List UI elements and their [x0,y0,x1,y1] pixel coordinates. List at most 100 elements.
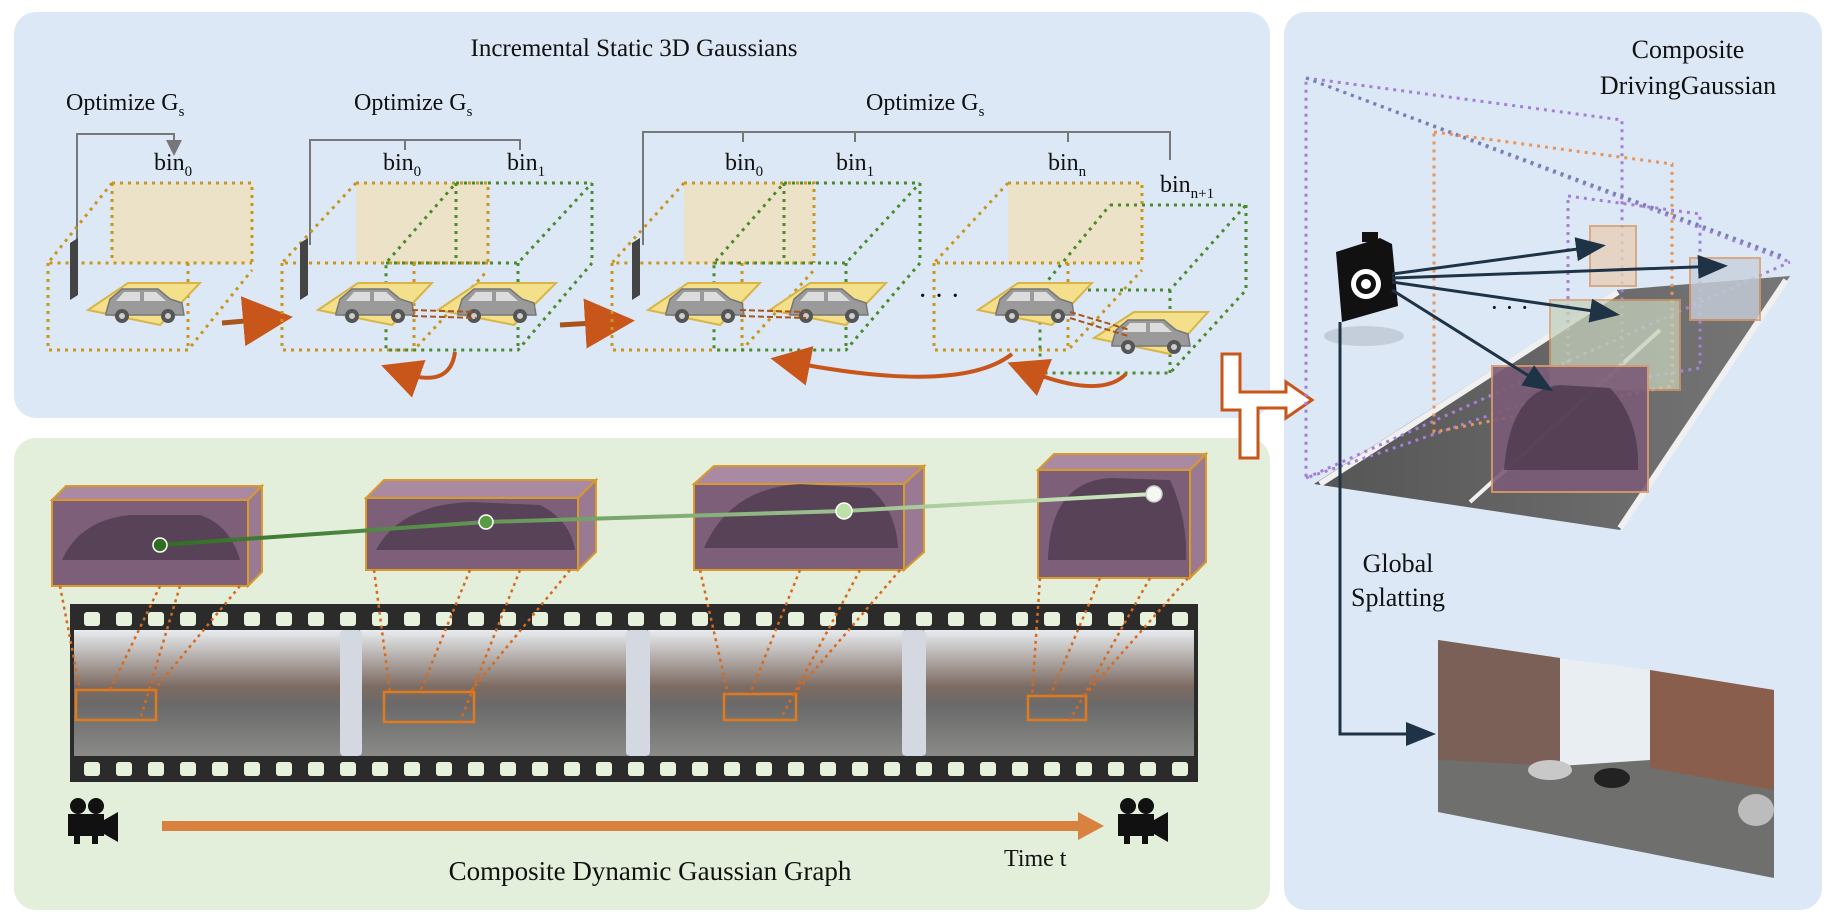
svg-text:bin0: bin0 [725,150,763,180]
trajectory-line [159,492,1155,547]
sprocket-hole [884,762,900,776]
sprocket-hole [180,762,196,776]
detection-box [1026,694,1088,722]
sprocket-hole [628,612,644,626]
sprocket-hole [1012,762,1028,776]
splatting-label-line1: Global [1363,549,1434,578]
sprocket-hole [596,612,612,626]
stage-1-optimize-label: Optimize G [66,90,179,116]
svg-text:bin0: bin0 [383,150,421,180]
sprocket-hole [692,762,708,776]
sprocket-hole [564,612,580,626]
svg-text:bin1: bin1 [507,150,545,180]
link-dashes [1069,311,1131,337]
sprocket-hole [788,612,804,626]
sprocket-hole [692,612,708,626]
rendered-output-image [1438,640,1774,878]
sprocket-hole [1108,612,1124,626]
composite-title-line2: DrivingGaussian [1600,71,1776,100]
stage-3-bin-0-label: bin [725,150,756,176]
sprocket-hole [404,762,420,776]
sprocket-hole [244,762,260,776]
sprocket-hole [180,612,196,626]
stage-1-optimize-sub: s [179,104,185,120]
sprocket-hole [1012,612,1028,626]
camera-icon [300,238,308,300]
stage-2: Optimize Gs bin0 bin1 [278,90,594,398]
car-silhouette [1504,385,1639,470]
movie-camera-icon [68,798,118,844]
merge-arrow [1220,352,1315,460]
sprocket-hole [212,762,228,776]
sprocket-hole [916,762,932,776]
svg-text:binn: binn [1048,150,1087,180]
stage-2-bin-0-sub: 0 [414,164,422,180]
sprocket-hole [308,612,324,626]
feedback-arrow [381,351,457,398]
stage-2-bin-1-sub: 1 [538,164,546,180]
sprocket-hole [1044,762,1060,776]
sprocket-hole [116,762,132,776]
sprocket-hole [1140,762,1156,776]
sprocket-hole [1076,762,1092,776]
sprocket-hole [564,762,580,776]
feedback-arrow [1007,358,1128,397]
stage-2-bin-0-label: bin [383,150,414,176]
svg-text:binn+1: binn+1 [1160,172,1214,202]
frame-image [924,630,1194,756]
camera-icon [1324,232,1404,346]
film-strip [70,604,1198,782]
stage-arrow-2 [559,298,635,349]
stage-1-bin-0-label: bin [154,150,185,176]
sprocket-hole [532,612,548,626]
stage-arrow-1 [221,296,293,347]
sprocket-hole [916,612,932,626]
sprocket-hole [788,762,804,776]
car-box-2 [363,477,599,573]
sprocket-hole [628,762,644,776]
sprocket-hole [372,762,388,776]
sprocket-hole [1108,762,1124,776]
splatting-arrow [1338,322,1436,746]
stage-3-bin-n-sub: n [1079,164,1087,180]
stage-3-bin-0-sub: 0 [756,164,764,180]
svg-text:bin1: bin1 [836,150,874,180]
trajectory-node [478,514,494,530]
sprocket-hole [724,612,740,626]
svg-text:Optimize Gs: Optimize Gs [354,90,473,120]
stage-2-optimize-label: Optimize G [354,90,467,116]
stage-3-optimize-label: Optimize G [866,90,979,116]
sprocket-hole [148,612,164,626]
sprocket-hole [84,762,100,776]
ellipsis: · · · [918,281,960,312]
trajectory-node [835,502,853,520]
sprocket-hole [884,612,900,626]
sprocket-hole [596,762,612,776]
stage-3: Optimize Gs bin0 bin1 binn binn+1 · · · [608,90,1248,397]
trajectory-node [152,537,168,553]
sprocket-hole [660,762,676,776]
time-arrow-head [1078,812,1104,840]
sprocket-hole [948,612,964,626]
link-dashes [739,309,807,319]
stage-3-bin-1-label: bin [836,150,867,176]
sprocket-hole [660,612,676,626]
sprocket-hole [980,612,996,626]
dynamic-section-title: Composite Dynamic Gaussian Graph [449,856,852,886]
sprocket-hole [116,612,132,626]
svg-text:Optimize Gs: Optimize Gs [866,90,985,120]
stage-3-optimize-sub: s [979,104,985,120]
sprocket-hole [308,762,324,776]
sprocket-hole [980,762,996,776]
car-box-3 [691,463,927,573]
movie-camera-icon [1118,798,1168,844]
detection-box [382,690,476,724]
sprocket-hole [820,762,836,776]
feedback-arrow [770,346,1014,386]
bin-0-box [356,183,488,263]
sprocket-hole [468,612,484,626]
splatting-label-line2: Splatting [1351,583,1445,612]
static-section-title: Incremental Static 3D Gaussians [471,35,798,62]
detection-box [722,692,798,722]
